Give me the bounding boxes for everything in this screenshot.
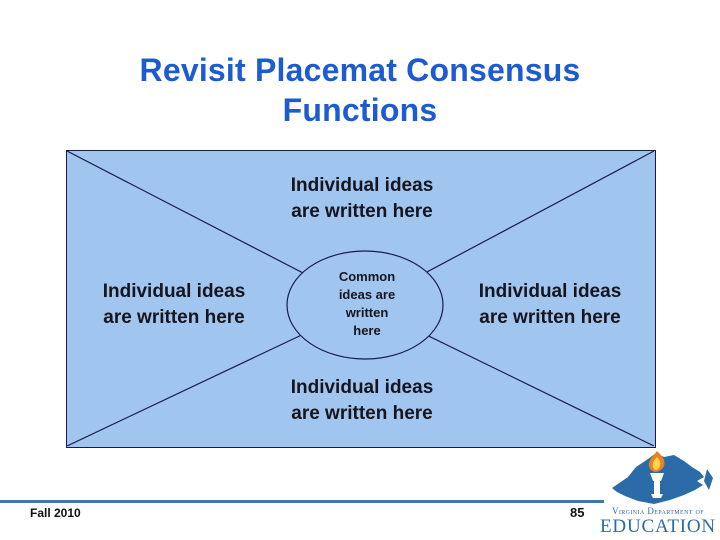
placemat-label-left: Individual ideas are written here (102, 281, 246, 328)
placemat-label-center: Common ideas are written here (338, 269, 396, 338)
slide-title: Revisit Placemat Consensus Functions (139, 52, 581, 128)
placemat-label-right: Individual ideas are written here (478, 281, 622, 328)
placemat-lines-graphic (67, 151, 654, 446)
center-ellipse (286, 250, 444, 360)
placemat-label-top: Individual ideas are written here (290, 175, 434, 222)
placemat-diagram: Individual ideas are written here Indivi… (66, 150, 656, 448)
page-number: 85 (570, 505, 585, 520)
logo-text-department: Virginia Department of (612, 506, 704, 516)
logo-text-education: EDUCATION (600, 516, 716, 537)
torch-icon (650, 473, 664, 498)
torch-flame-inner-icon (652, 457, 661, 470)
virginia-eastern-shore-icon (704, 469, 713, 490)
virginia-doe-logo: Virginia Department of EDUCATION (600, 451, 716, 537)
footer-date: Fall 2010 (30, 506, 81, 520)
footer-divider-line (0, 500, 604, 503)
placemat-label-bottom: Individual ideas are written here (290, 377, 434, 424)
